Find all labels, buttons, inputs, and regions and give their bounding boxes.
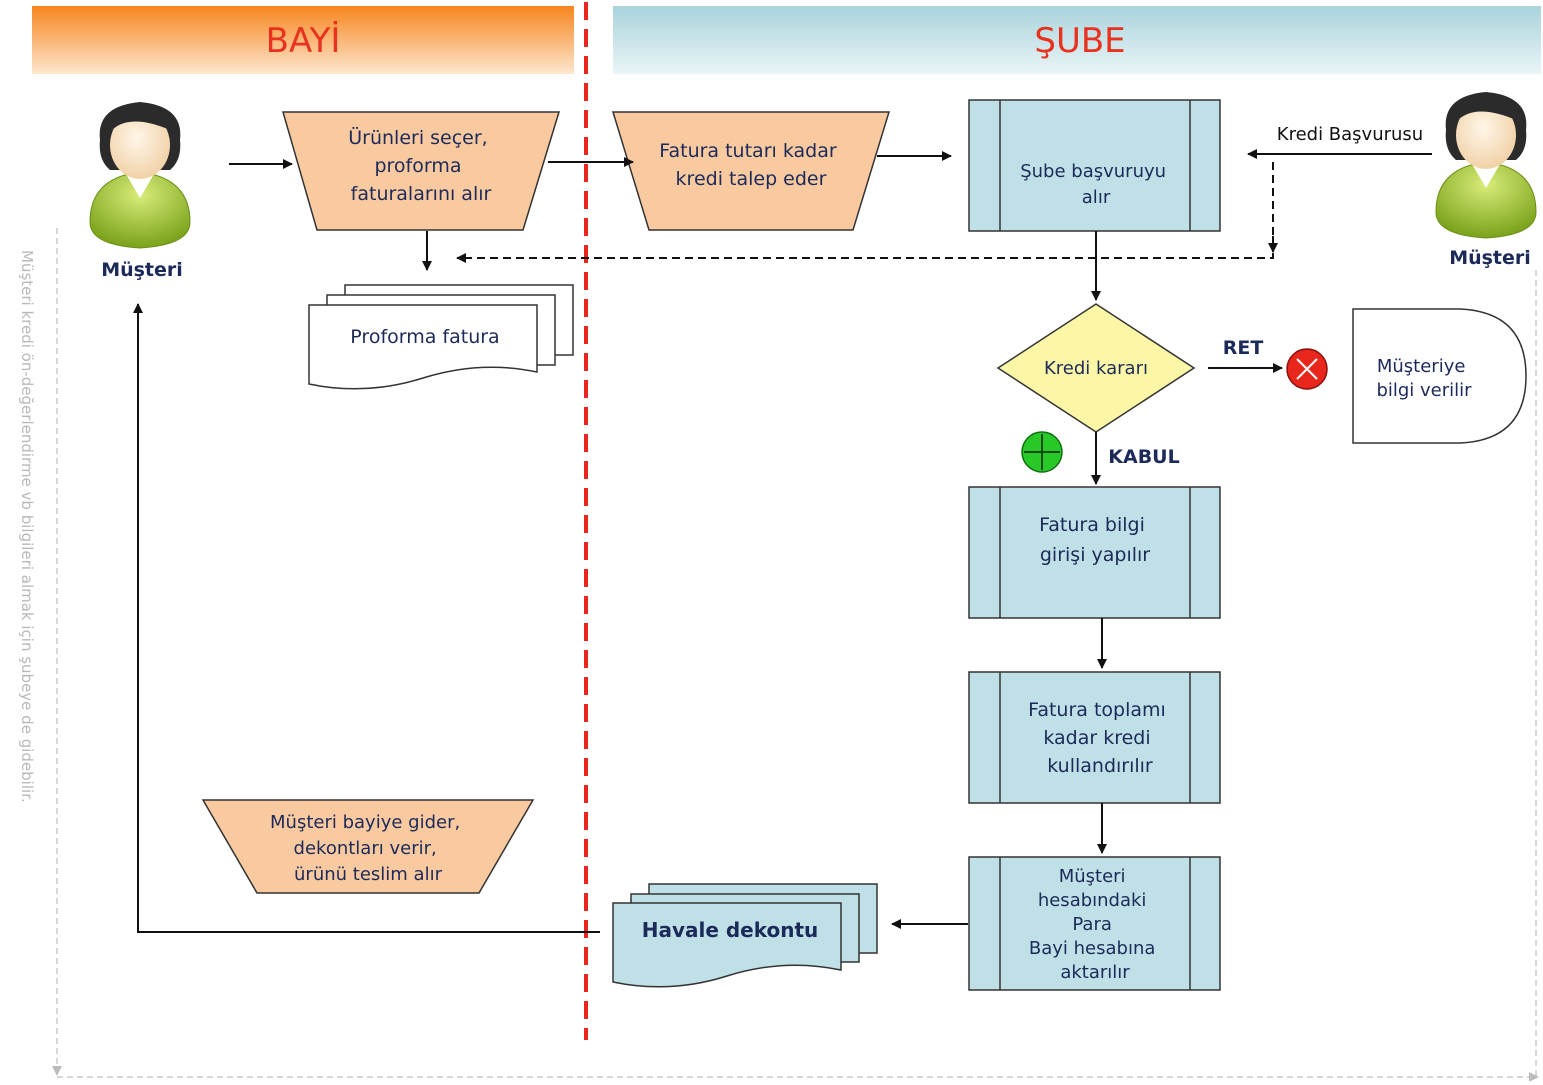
step-transfer-money-text: Müşteri hesabındaki Para Bayi hesabına a… xyxy=(1029,866,1161,983)
step-transfer-money xyxy=(968,856,1221,991)
credit-application-label: Kredi Başvurusu xyxy=(1277,124,1423,145)
transfer-receipt-text: Havale dekontu xyxy=(642,918,819,942)
accept-label: KABUL xyxy=(1108,446,1179,468)
step-inform-customer-text: Müşteriye bilgi verilir xyxy=(1376,356,1472,401)
customer-left-label: Müşteri xyxy=(101,259,183,281)
step-request-credit-text: Fatura tutarı kadar kredi talep eder xyxy=(659,140,842,190)
step-invoice-entry-text: Fatura bilgi girişi yapılır xyxy=(1039,514,1151,566)
step-request-credit xyxy=(611,111,891,231)
reject-icon xyxy=(1286,348,1328,390)
reject-label: RET xyxy=(1223,337,1264,359)
lane-title-sube: ŞUBE xyxy=(1034,21,1125,61)
dashed-connectors xyxy=(456,162,1278,263)
decision-credit-text: Kredi kararı xyxy=(1044,358,1148,379)
step-select-products-text: Ürünleri seçer, proforma faturalarını al… xyxy=(348,126,494,205)
step-credit-used xyxy=(968,671,1221,804)
customer-right-icon xyxy=(1435,92,1537,239)
connectors xyxy=(133,149,1432,933)
step-branch-receives xyxy=(968,99,1221,232)
step-invoice-entry xyxy=(968,486,1221,619)
step-customer-visits xyxy=(201,799,535,894)
proforma-document-text: Proforma fatura xyxy=(350,326,499,348)
step-inform-customer xyxy=(1352,308,1527,444)
step-branch-receives-text: Şube başvuruyu alır xyxy=(1020,161,1172,208)
lane-header-bayi xyxy=(32,6,574,74)
lane-header-sube xyxy=(613,6,1541,74)
step-customer-visits-text: Müşteri bayiye gider, dekontları verir, … xyxy=(270,812,466,885)
side-note: Müşteri kredi ön-değerlendirme vb bilgil… xyxy=(18,250,36,803)
proforma-document xyxy=(308,284,574,390)
step-select-products xyxy=(282,111,561,231)
transfer-receipt-document xyxy=(612,883,878,988)
lane-title-bayi: BAYİ xyxy=(266,21,341,61)
customer-right-label: Müşteri xyxy=(1449,247,1531,269)
accept-icon xyxy=(1021,431,1063,473)
step-credit-used-text: Fatura toplamı kadar kredi kullandırılır xyxy=(1028,699,1172,777)
customer-left-icon xyxy=(89,102,191,249)
